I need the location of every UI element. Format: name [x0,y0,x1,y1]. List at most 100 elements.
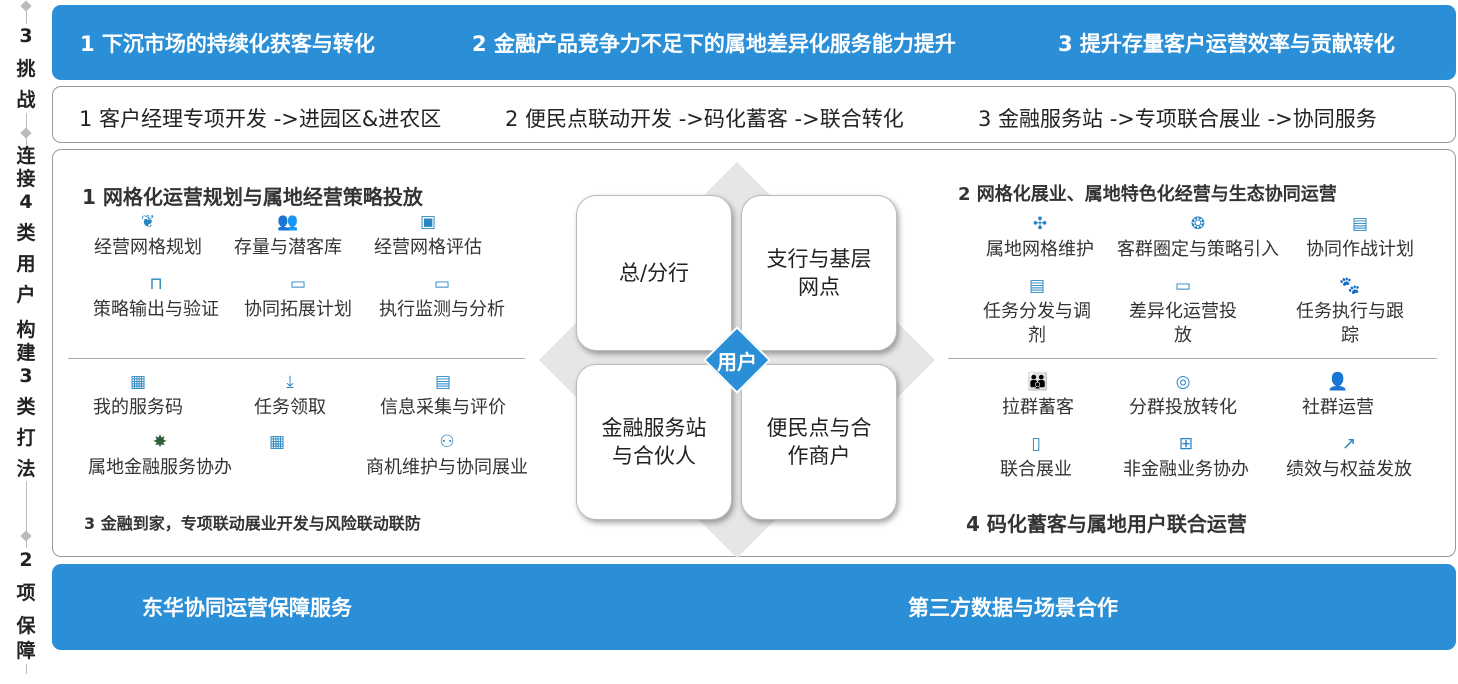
hub-label: 用户 [717,350,757,374]
feature-label: 策略输出与验证 [93,299,219,320]
side-char: 4 [19,191,33,213]
feature-item: 👪拉群蓄客 [978,372,1098,420]
side-char: 类 [16,396,36,418]
feature-item: ⊓ 策略输出与验证 [81,274,231,322]
side-char: 建 [16,342,36,364]
feature-label: 分群投放转化 [1129,397,1237,418]
divider-right [948,358,1437,359]
qr-icon: ▦ [129,372,147,392]
feature-label: 任务领取 [254,397,326,418]
card-service-station: 金融服务站与合伙人 [576,364,732,520]
feature-label: 绩效与权益发放 [1286,459,1412,480]
guarantee-1: 东华协同运营保障服务 [142,596,352,620]
section-3-title: 3 金融到家，专项联动展业开发与风险联动联防 [84,514,421,533]
side-char: 2 [19,549,33,571]
feature-label: 商机维护与协同展业 [366,457,528,478]
compass-icon: ✣ [1032,214,1048,234]
guarantees-bar: 东华协同运营保障服务 第三方数据与场景合作 [52,564,1456,650]
feature-item: ▭ 执行监测与分析 [362,274,522,322]
side-char: 接 [16,168,36,190]
monitor-icon: ▭ [433,274,451,294]
section-4-title: 4 码化蓄客与属地用户联合运营 [966,512,1247,536]
feature-label: 协同拓展计划 [244,299,352,320]
side-char: 连 [16,145,36,167]
side-char: 构 [16,319,36,341]
side-char: 项 [16,582,36,604]
feature-item: ▤ 协同作战计划 [1290,214,1430,262]
path-3: 3 金融服务站 ->专项联合展业 ->协同服务 [978,107,1377,131]
person-icon: 👤 [1327,372,1349,392]
card-head-branch: 总/分行 [576,195,732,351]
side-axis-marker [20,127,32,139]
challenge-2: 2 金融产品竞争力不足下的属地差异化服务能力提升 [472,31,956,56]
card-label: 便民点与合作商户 [766,416,872,468]
feature-label: 我的服务码 [93,397,183,418]
feature-label: 非金融业务协办 [1123,459,1249,480]
feature-label: 经营网格评估 [374,237,482,258]
side-char: 法 [16,458,36,480]
feature-item: ◎分群投放转化 [1103,372,1263,420]
feature-item: ▭差异化运营投放 [1123,276,1243,348]
card-label: 支行与基层网点 [766,247,872,299]
challenge-1: 1 下沉市场的持续化获客与转化 [80,31,375,56]
star-people-icon: ✸ [152,432,168,452]
feature-item: ✣属地网格维护 [975,214,1105,262]
side-char: 打 [16,427,36,449]
card-label: 金融服务站与合伙人 [601,416,707,468]
feature-label: 经营网格规划 [94,237,202,258]
newspaper-icon: ▤ [434,372,452,392]
side-char: 战 [16,89,36,111]
feature-item: ⚇ 商机维护与协同展业 [347,432,547,480]
section-2-title: 2 网格化展业、属地特色化经营与生态协同运营 [958,184,1337,205]
feature-item: ▤ 信息采集与评价 [363,372,523,420]
side-axis-marker [20,530,32,542]
feature-label: 属地金融服务协办 [88,457,232,478]
feature-label: 执行监测与分析 [379,299,505,320]
card-merchant: 便民点与合作商户 [741,364,897,520]
side-char: 保 [16,615,36,637]
feature-label: 客群圈定与策略引入 [1117,239,1279,260]
path-2: 2 便民点联动开发 ->码化蓄客 ->联合转化 [505,107,904,131]
guarantee-2: 第三方数据与场景合作 [908,596,1118,620]
feature-label: 差异化运营投放 [1129,301,1237,346]
feature-label: 任务执行与跟踪 [1296,301,1404,346]
feature-label: 存量与潜客库 [234,237,342,258]
chart-doc-icon: ▤ [1351,214,1369,234]
feature-item: ▦ [247,432,307,456]
side-char: 障 [16,640,36,662]
section-1-title: 1 网格化运营规划与属地经营策略投放 [82,185,423,209]
qr-icon: ▦ [268,432,286,452]
circle-users-icon: ❂ [1190,214,1206,234]
side-char: 3 [19,365,33,387]
feature-item: ⊞非金融业务协办 [1106,434,1266,482]
clipboard-icon: ▤ [1028,276,1046,296]
feature-label: 联合展业 [1000,459,1072,480]
paths-box: 1 客户经理专项开发 ->进园区&进农区 2 便民点联动开发 ->码化蓄客 ->… [52,86,1456,143]
feature-label: 协同作战计划 [1306,239,1414,260]
screen-icon: ▣ [419,212,437,232]
feature-label: 社群运营 [1302,397,1374,418]
challenges-bar: 1 下沉市场的持续化获客与转化 2 金融产品竞争力不足下的属地差异化服务能力提升… [52,5,1456,80]
calendar-icon: ▭ [289,274,307,294]
side-char: 户 [16,284,36,306]
phone-icon: ▯ [1031,434,1041,454]
feature-item: ▯ 联合展业 [976,434,1096,482]
feature-item: 👤 社群运营 [1278,372,1398,420]
side-label-guarantee: 2 项 保 障 [0,548,52,664]
side-label-connect: 连 接 4 类 用 户 构 建 3 类 打 法 [0,145,52,481]
feature-item: ▤任务分发与调剂 [977,276,1097,348]
people-icon: ⚇ [439,432,455,452]
feature-item: ⤓任务领取 [230,372,350,420]
users-icon: 👥 [277,212,299,232]
side-char: 3 [19,25,33,47]
feature-item: 🐾任务执行与跟踪 [1290,276,1410,348]
feature-item: ❂ 客群圈定与策略引入 [1108,214,1288,262]
side-label-challenges: 3 挑 战 [0,24,52,113]
feature-item: ▣ 经营网格评估 [353,212,503,260]
board-icon: ⊓ [149,274,163,294]
challenge-3: 3 提升存量客户运营效率与贡献转化 [1058,31,1395,56]
feature-item: ▦ 我的服务码 [73,372,203,420]
path-1: 1 客户经理专项开发 ->进园区&进农区 [79,107,442,131]
feature-label: 信息采集与评价 [380,397,506,418]
group-icon: 👪 [1027,372,1049,392]
